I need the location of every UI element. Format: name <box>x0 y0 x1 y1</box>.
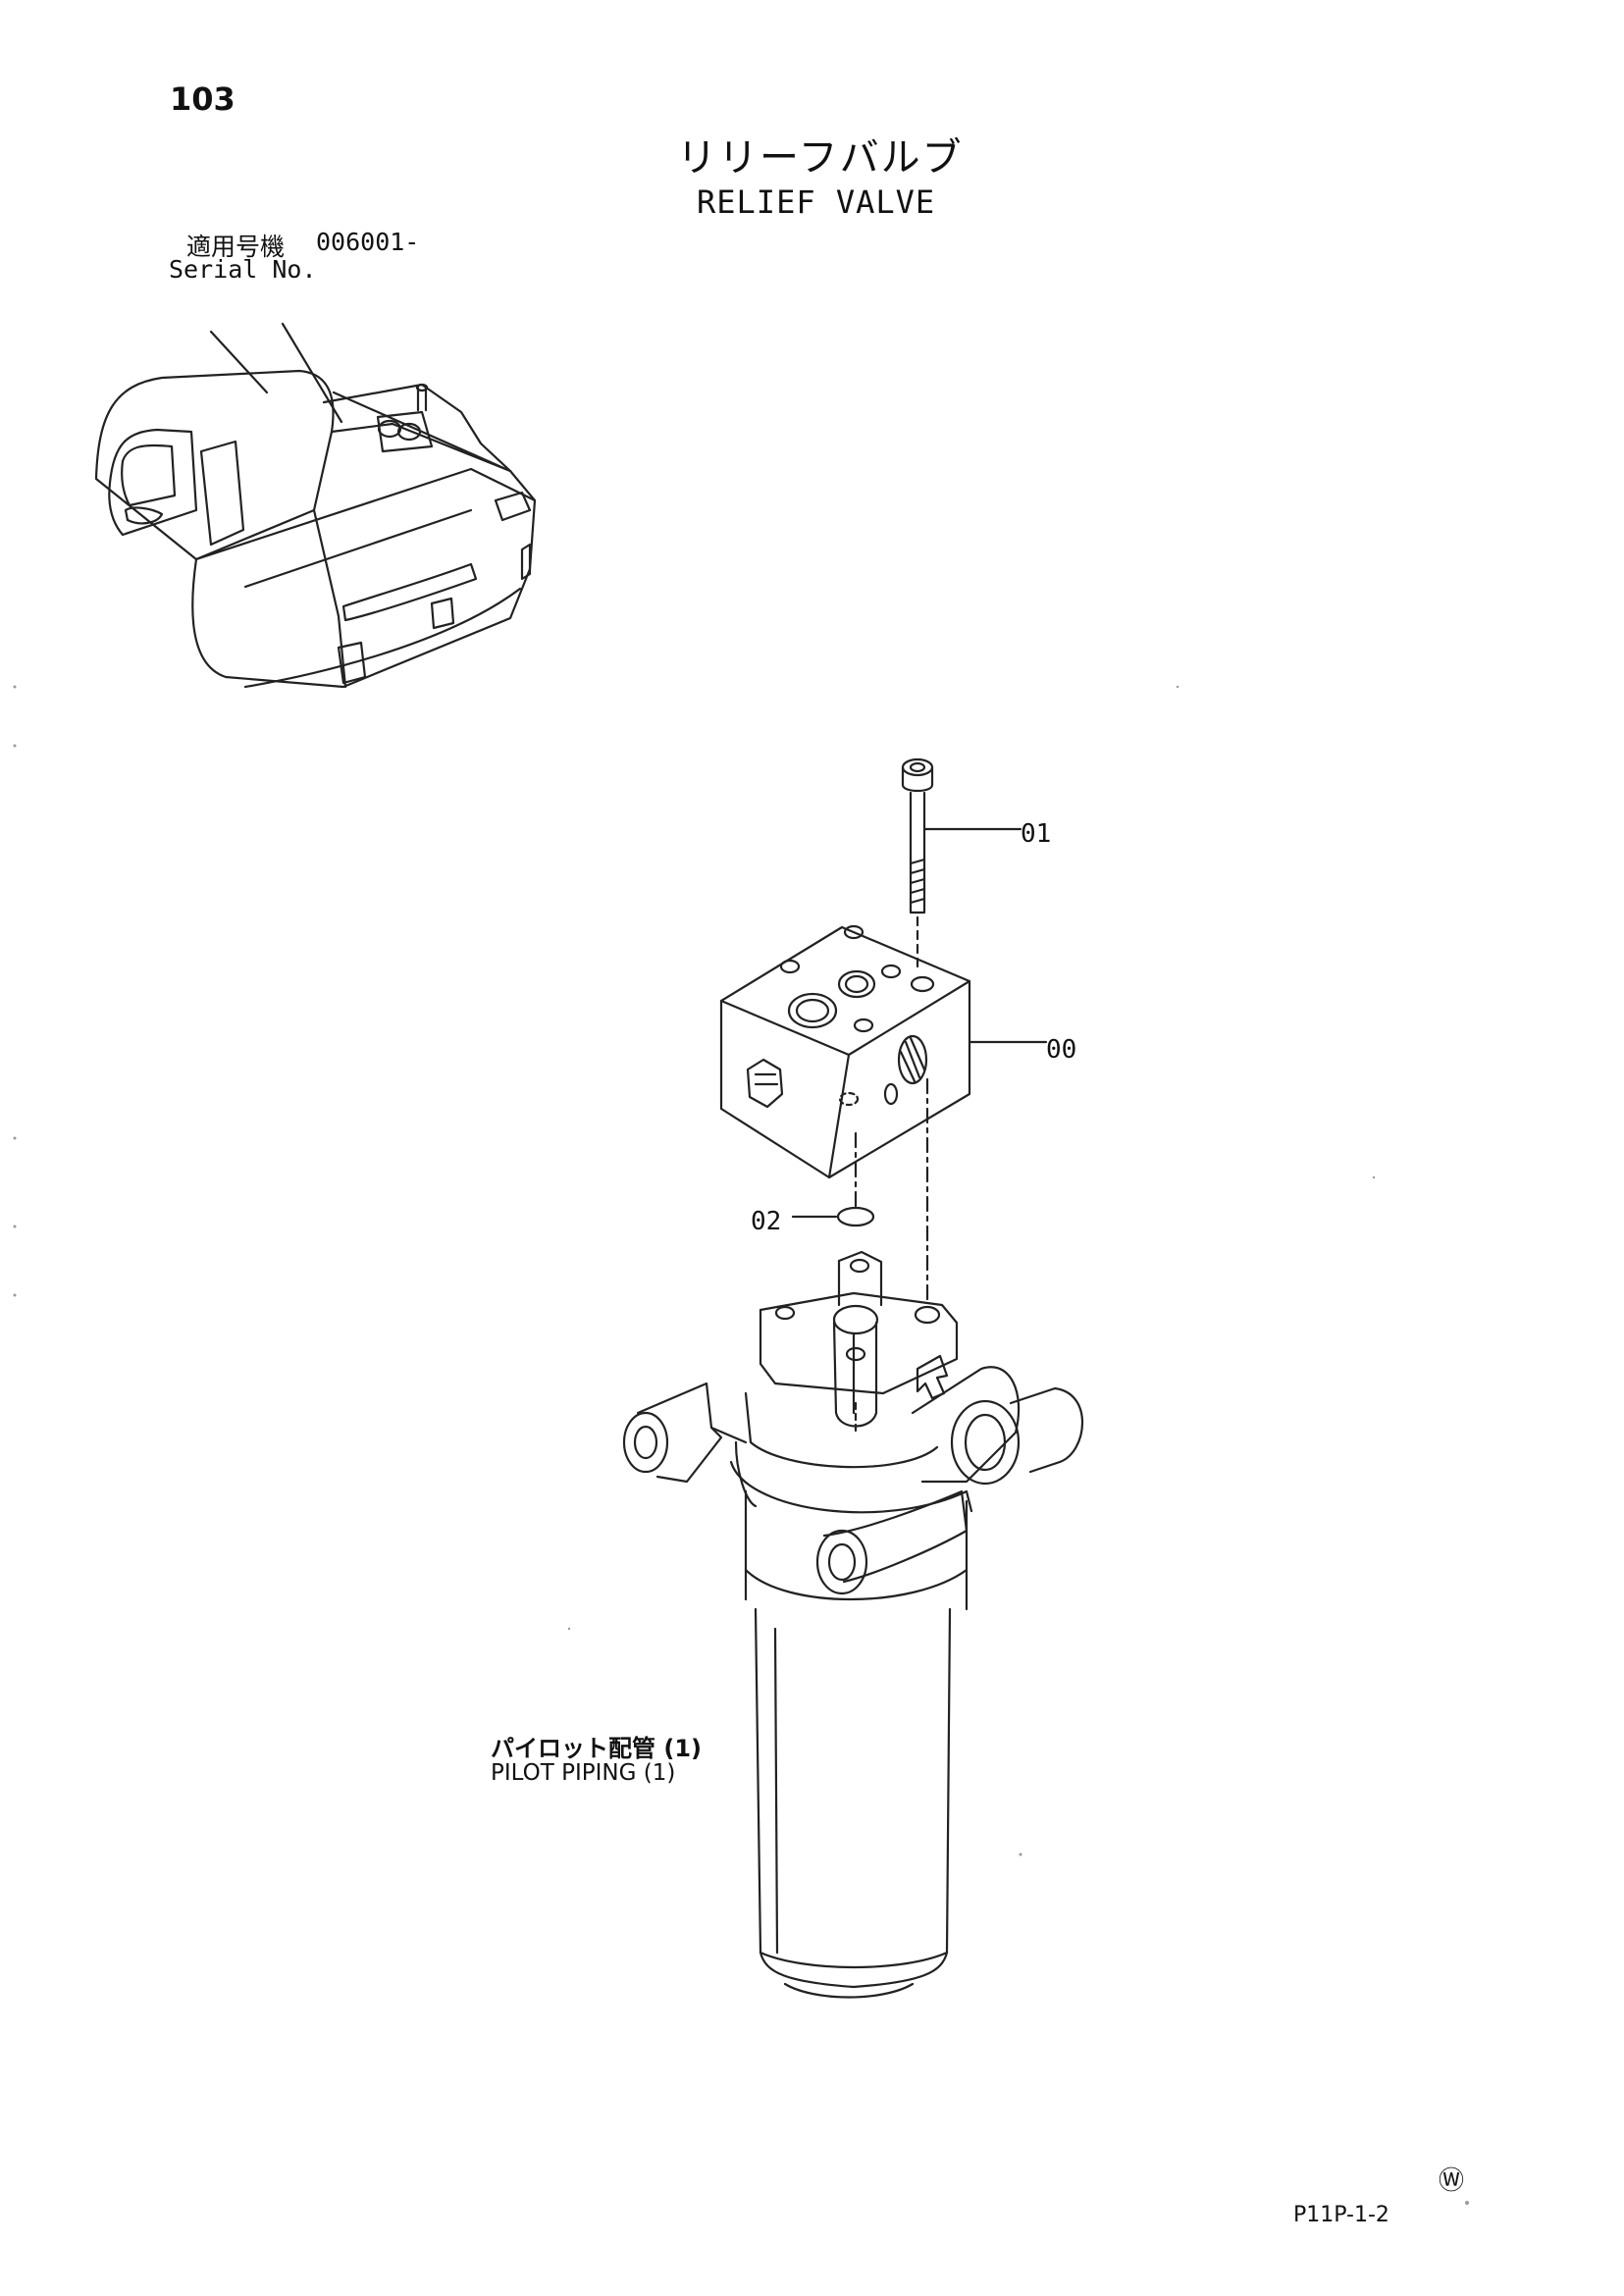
title-japanese: リリーフバルブ <box>677 135 964 181</box>
o-ring <box>791 1206 875 1227</box>
title-english: RELIEF VALVE <box>697 183 936 221</box>
pilot-filter-assembly <box>622 1250 1084 1999</box>
relief-valve-block <box>719 924 1048 1179</box>
excavator-locator-illustration <box>94 322 537 689</box>
callout-02: 02 <box>751 1207 782 1236</box>
callout-01: 01 <box>1021 819 1052 849</box>
serial-label-japanese: 適用号機 <box>186 233 286 261</box>
callout-00: 00 <box>1046 1035 1077 1065</box>
pilot-piping-label-japanese: パイロット配管 (1) <box>491 1735 702 1762</box>
socket-head-bolt <box>901 757 1022 968</box>
page-number: 103 <box>170 80 236 118</box>
page-code: P11P-1-2 <box>1293 2203 1389 2227</box>
pilot-piping-label-english: PILOT PIPING (1) <box>491 1760 676 1786</box>
w-mark-icon: Ⓦ <box>1439 2166 1465 2196</box>
serial-value: 006001- <box>316 228 420 256</box>
serial-label-english: Serial No. <box>169 255 317 284</box>
